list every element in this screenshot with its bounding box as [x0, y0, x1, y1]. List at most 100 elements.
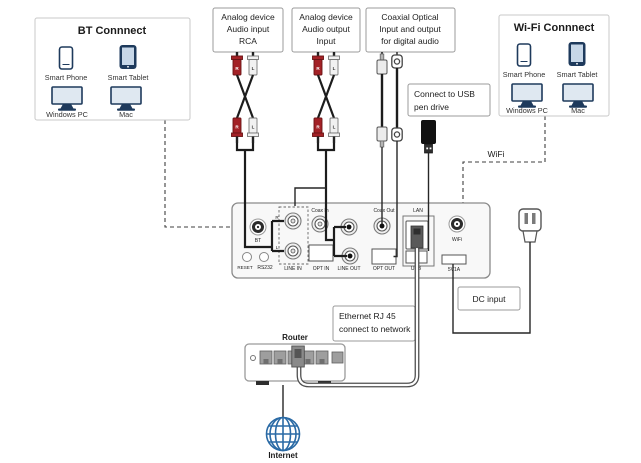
line-in-label: LINE IN — [284, 266, 302, 272]
line-in-feed-wire — [235, 143, 284, 253]
rca-l-badge: L — [252, 125, 255, 130]
coax-in-jack — [311, 215, 329, 233]
opt-in-label: OPT IN — [313, 266, 330, 272]
bt-pc-label: Windows PC — [46, 110, 88, 119]
rca-l-badge: L — [333, 66, 336, 71]
coax-optical-frame — [365, 7, 456, 53]
opt-in-port — [308, 244, 334, 262]
optical-cable — [391, 52, 403, 142]
wifi-link-label: WiFi — [488, 149, 505, 159]
wifi-phone-label: Smart Phone — [503, 70, 546, 79]
line-out-label: LINE OUT — [337, 266, 360, 272]
rca-crossed-wires — [235, 74, 255, 119]
coaxial-cable — [376, 52, 388, 148]
analog-input-line1: Analog device — [221, 12, 275, 22]
coax-optical-line3: for digital audio — [381, 36, 439, 46]
ethernet-plug-in-router — [291, 345, 305, 368]
usb-pen-drive-box: Connect to USB pen drive — [407, 83, 491, 117]
smartphone-icon — [516, 43, 532, 67]
ethernet-line2: connect to network — [339, 324, 411, 334]
ethernet-box: Ethernet RJ 45 connect to network — [332, 305, 416, 342]
analog-input-line2: Audio input — [227, 24, 270, 34]
analog-input-frame — [212, 7, 284, 53]
opt-out-port — [371, 248, 397, 265]
coax-in-label: Coax In — [311, 208, 328, 214]
line-in-group-outline — [278, 206, 309, 265]
wiring: R L — [235, 141, 430, 259]
bt-connect-title: BT Connnect — [78, 25, 147, 37]
rca-input-cable: R L R L — [231, 52, 259, 143]
wifi-connect-box: Wi-Fi Connnect Smart Phone Smart Tablet … — [498, 14, 610, 117]
rca-crossed-wires — [316, 74, 336, 119]
reset-label: RESET — [237, 265, 253, 270]
rs232-port — [259, 252, 269, 262]
bt-antenna-port — [249, 218, 267, 236]
line-in-r-tag: R — [275, 215, 279, 220]
opt-out-label: OPT OUT — [373, 266, 395, 272]
opt-out-feed-wire — [393, 141, 398, 258]
reset-button — [242, 252, 252, 262]
wifi-antenna-port — [448, 215, 466, 233]
line-in-l-jack — [284, 242, 302, 260]
wifi-connect-title: Wi-Fi Connnect — [514, 22, 595, 34]
dc-power-wire — [452, 242, 531, 334]
wifi-tablet-label: Smart Tablet — [557, 70, 598, 79]
router-led — [250, 355, 256, 361]
router-label: Router — [282, 333, 308, 342]
windows-pc-icon — [511, 83, 543, 108]
plug-prong — [524, 213, 528, 224]
bt-dashed-link — [164, 120, 249, 228]
analog-output-line1: Analog device — [299, 12, 353, 22]
wifi-pc-label: Windows PC — [506, 106, 548, 115]
rs232-label: RS232 — [257, 265, 273, 271]
usb-pen-drive-icon — [421, 120, 436, 154]
rear-panel: BT RESET RS232 LINE IN Coax In OPT IN LI… — [231, 202, 491, 279]
coax-optical-line2: Input and output — [379, 24, 441, 34]
bt-port-label: BT — [255, 238, 261, 244]
bt-tablet-label: Smart Tablet — [108, 73, 149, 82]
rca-r-badge: R — [235, 125, 239, 130]
bt-mac-label: Mac — [119, 110, 133, 119]
wifi-mac-label: Mac — [571, 106, 585, 115]
usb-box-line1: Connect to USB — [414, 89, 475, 99]
router-foot — [256, 381, 269, 385]
bt-phone-label: Smart Phone — [45, 73, 88, 82]
dc-input-label: DC input — [472, 294, 506, 304]
rca-output-cable: R L R L — [312, 52, 340, 143]
bt-connect-box: BT Connnect Smart Phone Smart Tablet Win… — [34, 17, 191, 121]
line-out-l-plug — [347, 253, 353, 259]
wifi-port-label: WiFi — [452, 237, 462, 243]
power-label: 5V1A — [448, 267, 461, 273]
coax-optical-line1: Coaxial Optical — [381, 12, 438, 22]
mac-icon — [562, 83, 594, 108]
aux-link-line — [294, 187, 326, 206]
ethernet-line1: Ethernet RJ 45 — [339, 311, 396, 321]
line-in-l-tag: L — [276, 245, 279, 250]
line-in-r-jack — [284, 212, 302, 230]
internet-label: Internet — [268, 451, 298, 460]
power-adapter — [518, 208, 542, 243]
wifi-dashed-link — [462, 116, 546, 212]
internet-globe-icon — [265, 416, 301, 452]
coax-out-plug — [379, 223, 385, 229]
analog-output-line2: Audio output — [302, 24, 350, 34]
smartphone-icon — [58, 46, 74, 70]
line-out-feed-wire — [316, 143, 347, 258]
analog-input-box: Analog device Audio input RCA — [212, 7, 284, 53]
rca-r-badge: R — [316, 125, 320, 130]
dc-input-frame — [457, 286, 521, 311]
dc-power-port — [441, 254, 467, 265]
tablet-icon — [119, 45, 137, 69]
rca-l-badge: L — [252, 66, 255, 71]
coax-out-label: Coax Out — [373, 208, 395, 214]
usb-box-line2: pen drive — [414, 102, 449, 112]
coax-optical-box: Coaxial Optical Input and output for dig… — [365, 7, 456, 53]
tablet-icon — [568, 42, 586, 66]
plug-prong — [532, 213, 536, 224]
rca-r-badge: R — [235, 66, 239, 71]
lan-label: LAN — [413, 208, 423, 214]
router — [244, 343, 346, 385]
rca-l-badge: L — [333, 125, 336, 130]
usb-pen-drive-frame — [407, 83, 491, 117]
